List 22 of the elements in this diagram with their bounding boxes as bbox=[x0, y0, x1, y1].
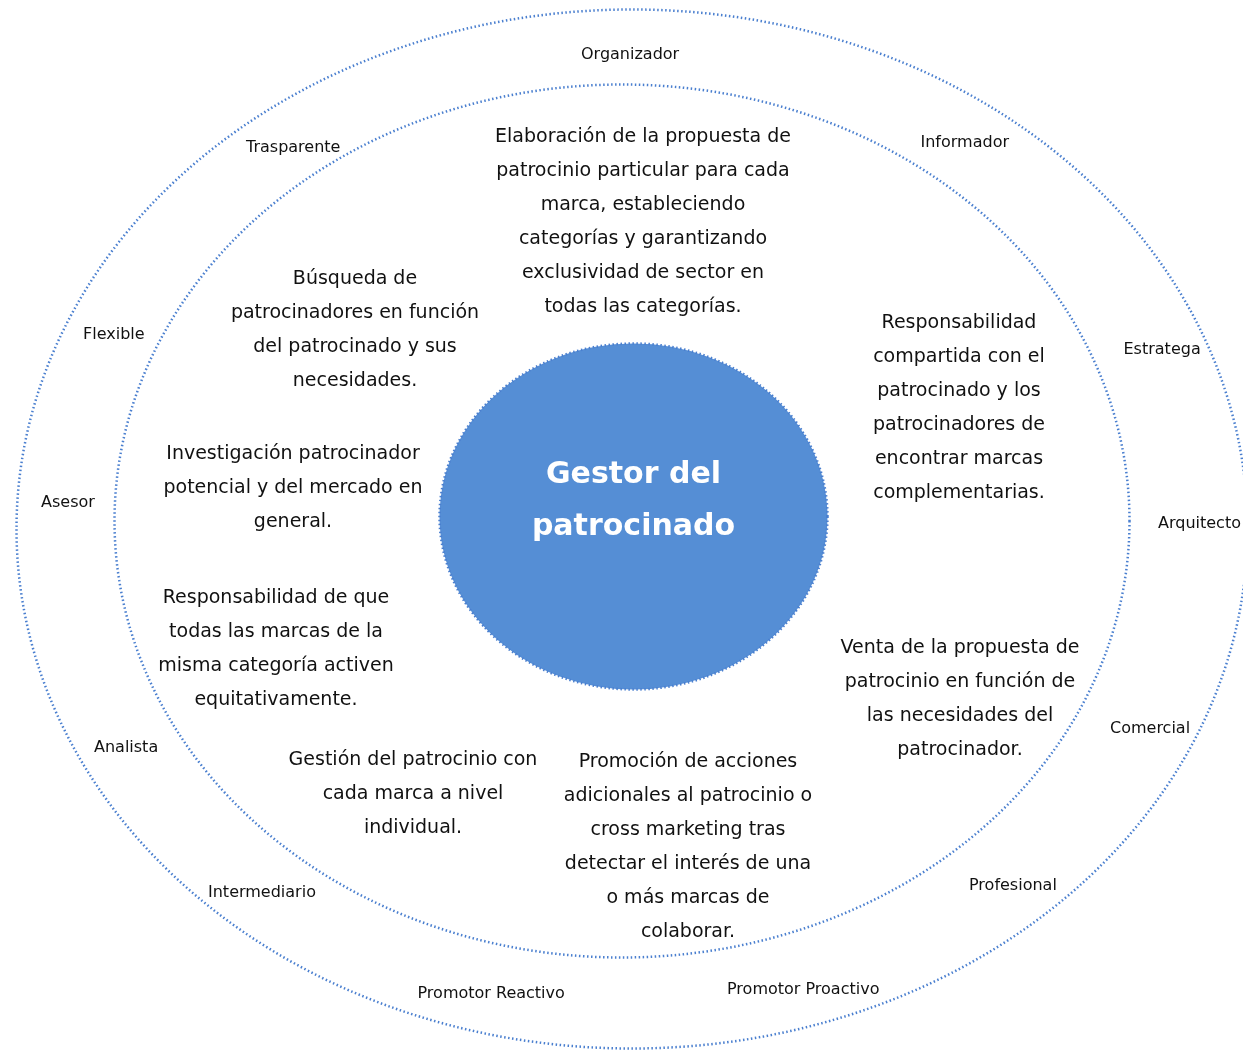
role-label: Intermediario bbox=[208, 882, 316, 901]
description-text: Búsqueda de patrocinadores en función del patrocinado y sus necesidades. bbox=[229, 265, 481, 392]
role-label: Analista bbox=[94, 737, 159, 756]
role-label: Estratega bbox=[1123, 339, 1201, 358]
role-label: Flexible bbox=[83, 324, 145, 343]
description-text: Investigación patrocinador potencial y del mercado en general. bbox=[162, 440, 424, 533]
description-text: Elaboración de la propuesta de patrocinio particular para cada marca, estableciendo categorías y garantizando exclusividad de sector en todas las categorías. bbox=[494, 123, 792, 318]
description-text: Gestión del patrocinio con cada marca a nivel individual. bbox=[287, 746, 539, 839]
role-label: Promotor Reactivo bbox=[417, 983, 565, 1002]
role-label: Organizador bbox=[581, 44, 680, 63]
role-label: Informador bbox=[920, 132, 1009, 151]
role-label: Asesor bbox=[41, 492, 95, 511]
description-text: Responsabilidad compartida con el patrocinado y los patrocinadores de encontrar marcas complementarias. bbox=[871, 309, 1046, 504]
role-label: Arquitecto bbox=[1158, 513, 1241, 532]
role-label: Promotor Proactivo bbox=[727, 979, 880, 998]
description-text: Venta de la propuesta de patrocinio en función de las necesidades del patrocinador. bbox=[839, 634, 1081, 761]
role-label: Profesional bbox=[969, 875, 1057, 894]
center-title: Gestor del patrocinado bbox=[530, 453, 737, 544]
description-text: Promoción de acciones adicionales al patrocinio o cross marketing tras detectar el interés de una o más marcas de colaborar. bbox=[563, 748, 813, 943]
role-label: Trasparente bbox=[246, 137, 341, 156]
role-label: Comercial bbox=[1110, 718, 1191, 737]
description-text: Responsabilidad de que todas las marcas de la misma categoría activen equitativamente. bbox=[157, 584, 395, 711]
